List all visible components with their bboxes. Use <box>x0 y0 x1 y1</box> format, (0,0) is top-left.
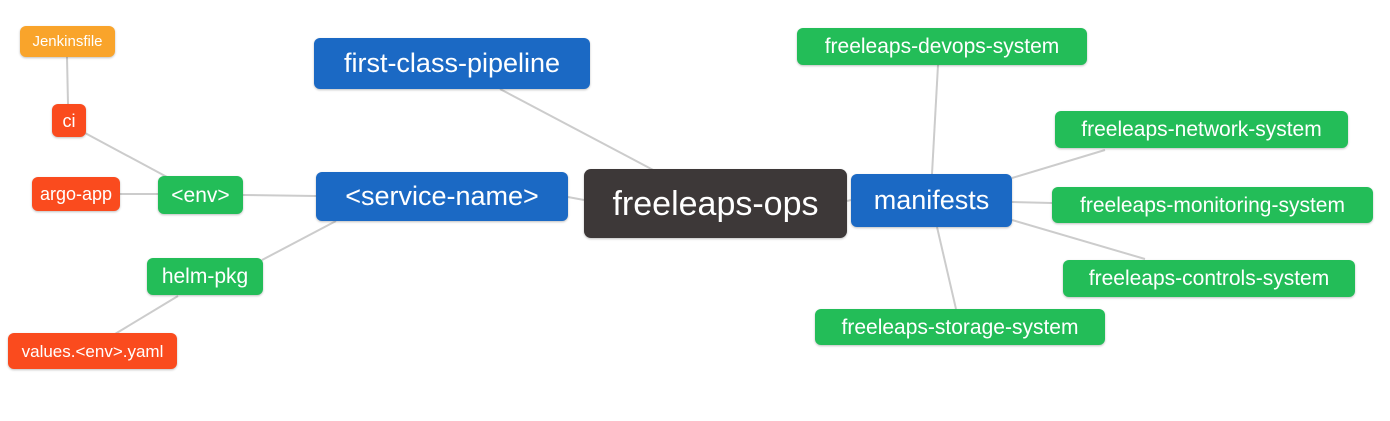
node-freeleaps-devops-system[interactable]: freeleaps-devops-system <box>797 28 1087 65</box>
node-manifests[interactable]: manifests <box>851 174 1012 227</box>
edge-fcp-freeleaps-ops <box>499 88 658 173</box>
node-env[interactable]: <env> <box>158 176 243 214</box>
edge-manifests-storage <box>936 226 957 310</box>
node-service-name[interactable]: <service-name> <box>316 172 568 221</box>
edge-ops-manifests <box>846 199 852 202</box>
node-freeleaps-network-system[interactable]: freeleaps-network-system <box>1055 111 1348 148</box>
node-argo-app[interactable]: argo-app <box>32 177 120 211</box>
edge-jenkinsfile-ci <box>66 56 69 105</box>
edge-ci-env <box>84 132 168 178</box>
edge-manifests-controls <box>1011 219 1146 260</box>
node-values-env-yaml[interactable]: values.<env>.yaml <box>8 333 177 369</box>
node-freeleaps-ops[interactable]: freeleaps-ops <box>584 169 847 238</box>
edge-manifests-devops <box>931 64 939 175</box>
edge-env-service-name <box>242 194 317 197</box>
edge-manifests-network <box>1011 149 1106 179</box>
node-freeleaps-monitoring-system[interactable]: freeleaps-monitoring-system <box>1052 187 1373 223</box>
node-freeleaps-controls-system[interactable]: freeleaps-controls-system <box>1063 260 1355 297</box>
node-helm-pkg[interactable]: helm-pkg <box>147 258 263 295</box>
node-first-class-pipeline[interactable]: first-class-pipeline <box>314 38 590 89</box>
node-freeleaps-storage-system[interactable]: freeleaps-storage-system <box>815 309 1105 345</box>
node-jenkinsfile[interactable]: Jenkinsfile <box>20 26 115 57</box>
edge-service-name-ops <box>567 196 585 201</box>
edge-helm-pkg-service-name <box>261 220 337 261</box>
node-ci[interactable]: ci <box>52 104 86 137</box>
edge-values-helm-pkg <box>114 295 179 335</box>
edge-manifests-monitoring <box>1011 201 1053 204</box>
